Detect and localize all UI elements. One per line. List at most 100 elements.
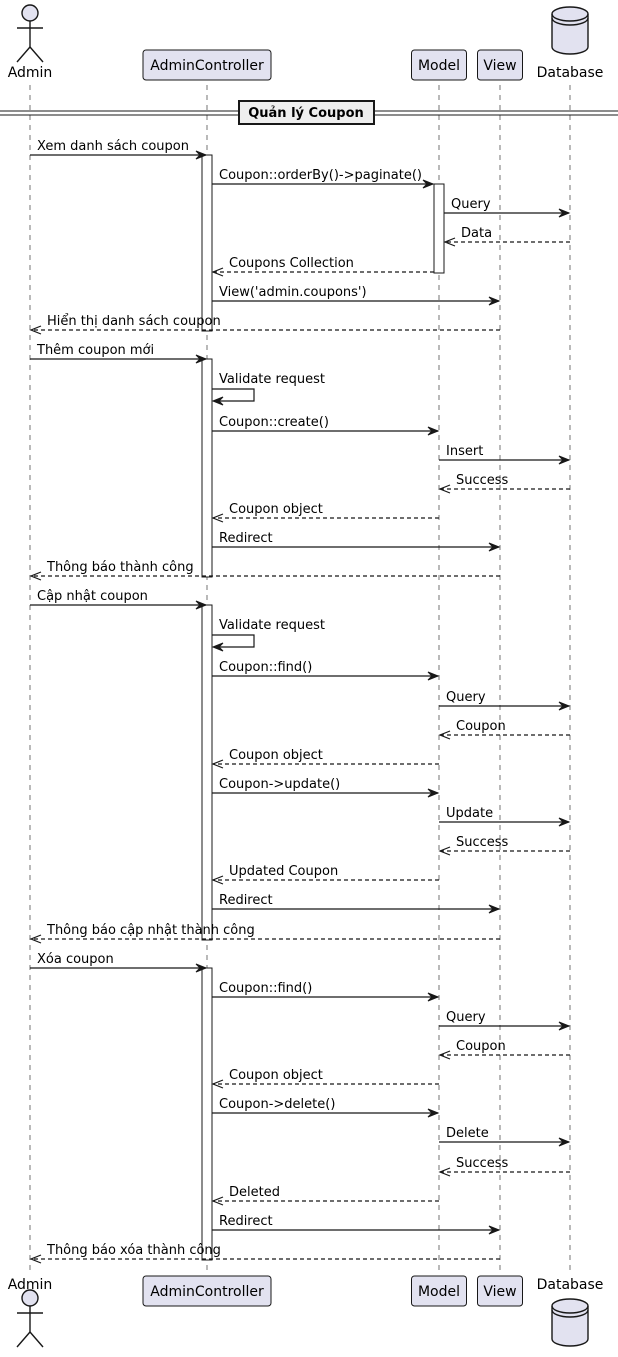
message-label: Coupon	[456, 719, 506, 734]
message-label: Coupons Collection	[229, 256, 354, 271]
message: Query	[444, 197, 571, 218]
arrow-head	[195, 600, 208, 610]
message-label: Coupon->delete()	[219, 1097, 335, 1112]
message: Thông báo cập nhật thành công	[29, 923, 500, 944]
arrow-head	[488, 296, 501, 306]
message: Coupon->delete()	[212, 1097, 440, 1118]
message: Redirect	[212, 1214, 501, 1235]
message-label: Coupon::find()	[219, 660, 312, 675]
message-label: Thông báo xóa thành công	[46, 1243, 221, 1258]
message: Query	[439, 690, 571, 711]
database-icon	[551, 1298, 589, 1347]
database-top: Database	[537, 6, 604, 81]
section-divider: Quản lý Coupon	[0, 100, 618, 125]
message: View('admin.coupons')	[212, 285, 501, 306]
message-label: Thông báo cập nhật thành công	[46, 923, 255, 938]
message: Coupons Collection	[211, 256, 434, 277]
message-label: Insert	[446, 444, 483, 459]
message: Validate request	[211, 618, 325, 652]
participant-controller-bottom: AdminController	[142, 1275, 272, 1307]
message-label: Success	[456, 473, 509, 488]
participant-label: Database	[537, 65, 604, 81]
message: Redirect	[212, 531, 501, 552]
message-label: Deleted	[229, 1185, 280, 1200]
participant-label: Database	[537, 1277, 604, 1293]
arrow-head	[211, 759, 224, 769]
message-label: Data	[461, 226, 492, 241]
arrow-head	[195, 150, 208, 160]
arrow-head	[438, 846, 451, 856]
arrow-head	[29, 934, 42, 944]
message-label: Xem danh sách coupon	[37, 139, 189, 154]
message-label: Thông báo thành công	[46, 560, 194, 575]
participant-label: View	[483, 1284, 516, 1300]
arrow-head	[211, 875, 224, 885]
message-label: Validate request	[219, 372, 325, 387]
arrow-head	[438, 1050, 451, 1060]
arrow-head	[29, 1254, 42, 1264]
participant-model-top: Model	[411, 49, 467, 81]
message: Coupon object	[211, 1068, 439, 1089]
message: Coupon::find()	[212, 660, 440, 681]
actor-bottom: Admin	[8, 1277, 52, 1348]
arrow-head	[427, 671, 440, 681]
message-label: Xóa coupon	[37, 952, 114, 967]
message-label: Updated Coupon	[229, 864, 338, 879]
participant-label: View	[483, 58, 516, 74]
arrow-head	[488, 1225, 501, 1235]
arrow-head	[211, 396, 224, 406]
message: Coupon->update()	[212, 777, 440, 798]
arrow-head	[558, 208, 571, 218]
participant-label: AdminController	[150, 58, 264, 74]
message: Coupon::create()	[212, 415, 440, 436]
message: Thêm coupon mới	[30, 343, 208, 364]
divider-label: Quản lý Coupon	[248, 106, 364, 121]
arrow-head	[438, 484, 451, 494]
arrow-head	[558, 1137, 571, 1147]
participant-view-bottom: View	[477, 1275, 523, 1307]
arrow-head	[211, 513, 224, 523]
participant-label: Model	[418, 58, 460, 74]
message: Hiển thị danh sách coupon	[29, 314, 500, 335]
message-label: Coupon object	[229, 502, 323, 517]
message-label: Query	[446, 1010, 486, 1025]
message: Success	[438, 1156, 570, 1177]
message: Cập nhật coupon	[30, 589, 208, 610]
message-label: Redirect	[219, 531, 273, 546]
message-label: Query	[451, 197, 491, 212]
message: Query	[439, 1010, 571, 1031]
message-label: Coupon object	[229, 1068, 323, 1083]
message: Coupon::orderBy()->paginate()	[212, 168, 435, 189]
message: Xóa coupon	[30, 952, 208, 973]
message-line	[212, 634, 255, 648]
message-label: Coupon object	[229, 748, 323, 763]
message: Coupon object	[211, 502, 439, 523]
message-label: View('admin.coupons')	[219, 285, 367, 300]
message: Coupon::find()	[212, 981, 440, 1002]
message-label: Coupon->update()	[219, 777, 340, 792]
message: Success	[438, 835, 570, 856]
actor-icon	[21, 4, 39, 22]
message: Xem danh sách coupon	[30, 139, 208, 160]
activation-bar-model	[433, 183, 445, 274]
participant-model-bottom: Model	[411, 1275, 467, 1307]
arrow-head	[488, 542, 501, 552]
arrow-head	[211, 267, 224, 277]
participant-label: Model	[418, 1284, 460, 1300]
message: Update	[439, 806, 571, 827]
actor-top: Admin	[8, 4, 52, 81]
message-label: Success	[456, 835, 509, 850]
arrow-head	[195, 963, 208, 973]
arrow-head	[427, 1108, 440, 1118]
participant-label: AdminController	[150, 1284, 264, 1300]
message: Coupon	[438, 719, 570, 740]
participant-controller-top: AdminController	[142, 49, 272, 81]
message-label: Update	[446, 806, 493, 821]
message: Thông báo xóa thành công	[29, 1243, 500, 1264]
message: Validate request	[211, 372, 325, 406]
message-line	[212, 388, 255, 402]
message: Updated Coupon	[211, 864, 439, 885]
activation-bar-controller	[201, 358, 213, 578]
message-label: Redirect	[219, 893, 273, 908]
